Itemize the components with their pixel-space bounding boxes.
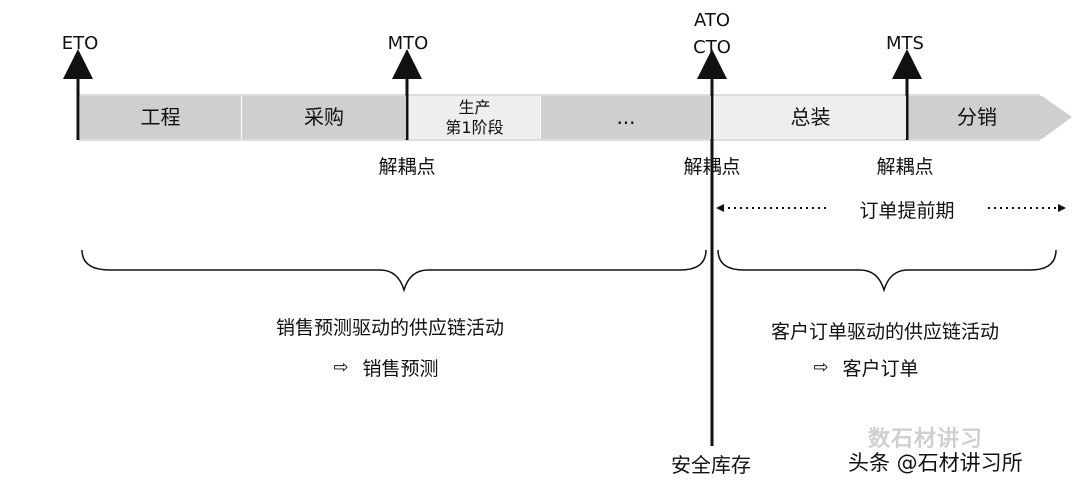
forecast-driver: ⇨ 销售预测	[333, 354, 438, 381]
decoupling-point-mts: 解耦点	[876, 156, 934, 178]
label-ato: ATO	[693, 10, 731, 31]
watermark-faint: 数石材讲习	[868, 427, 984, 452]
label-cto: CTO	[693, 37, 731, 58]
label-mts: MTS	[886, 33, 924, 54]
segment-final-assembly: 总装	[715, 96, 906, 139]
decoupling-point-ato: 解耦点	[683, 156, 741, 178]
label-mto: MTO	[387, 33, 429, 54]
segment-ellipsis: ...	[541, 96, 711, 139]
forecast-driver-text: 销售预测	[362, 358, 439, 380]
segment-procurement: 采购	[242, 96, 406, 139]
segment-engineering: 工程	[80, 96, 241, 139]
lead-time-left-head	[716, 204, 724, 212]
double-arrow-icon: ⇨	[813, 357, 829, 378]
safety-stock-label: 安全库存	[671, 453, 751, 477]
order-brace	[717, 249, 1057, 293]
double-arrow-icon: ⇨	[333, 357, 349, 378]
watermark-text: 头条 @石材讲习所	[848, 451, 1023, 475]
order-driver: ⇨ 客户订单	[813, 354, 918, 381]
order-driver-text: 客户订单	[842, 358, 919, 380]
label-eto: ETO	[61, 33, 99, 54]
order-lead-time-label: 订单提前期	[859, 200, 955, 222]
segment-production-stage1: 生产 第1阶段	[409, 96, 540, 139]
forecast-brace	[81, 249, 707, 293]
distribution-arrow-shape	[907, 96, 1072, 139]
lead-time-right-head	[1058, 204, 1066, 212]
decoupling-point-mto: 解耦点	[378, 156, 436, 178]
forecast-driven-title: 销售预测驱动的供应链活动	[275, 317, 505, 339]
segment-distribution: 分销	[957, 105, 997, 129]
order-driven-title: 客户订单驱动的供应链活动	[770, 321, 1000, 343]
